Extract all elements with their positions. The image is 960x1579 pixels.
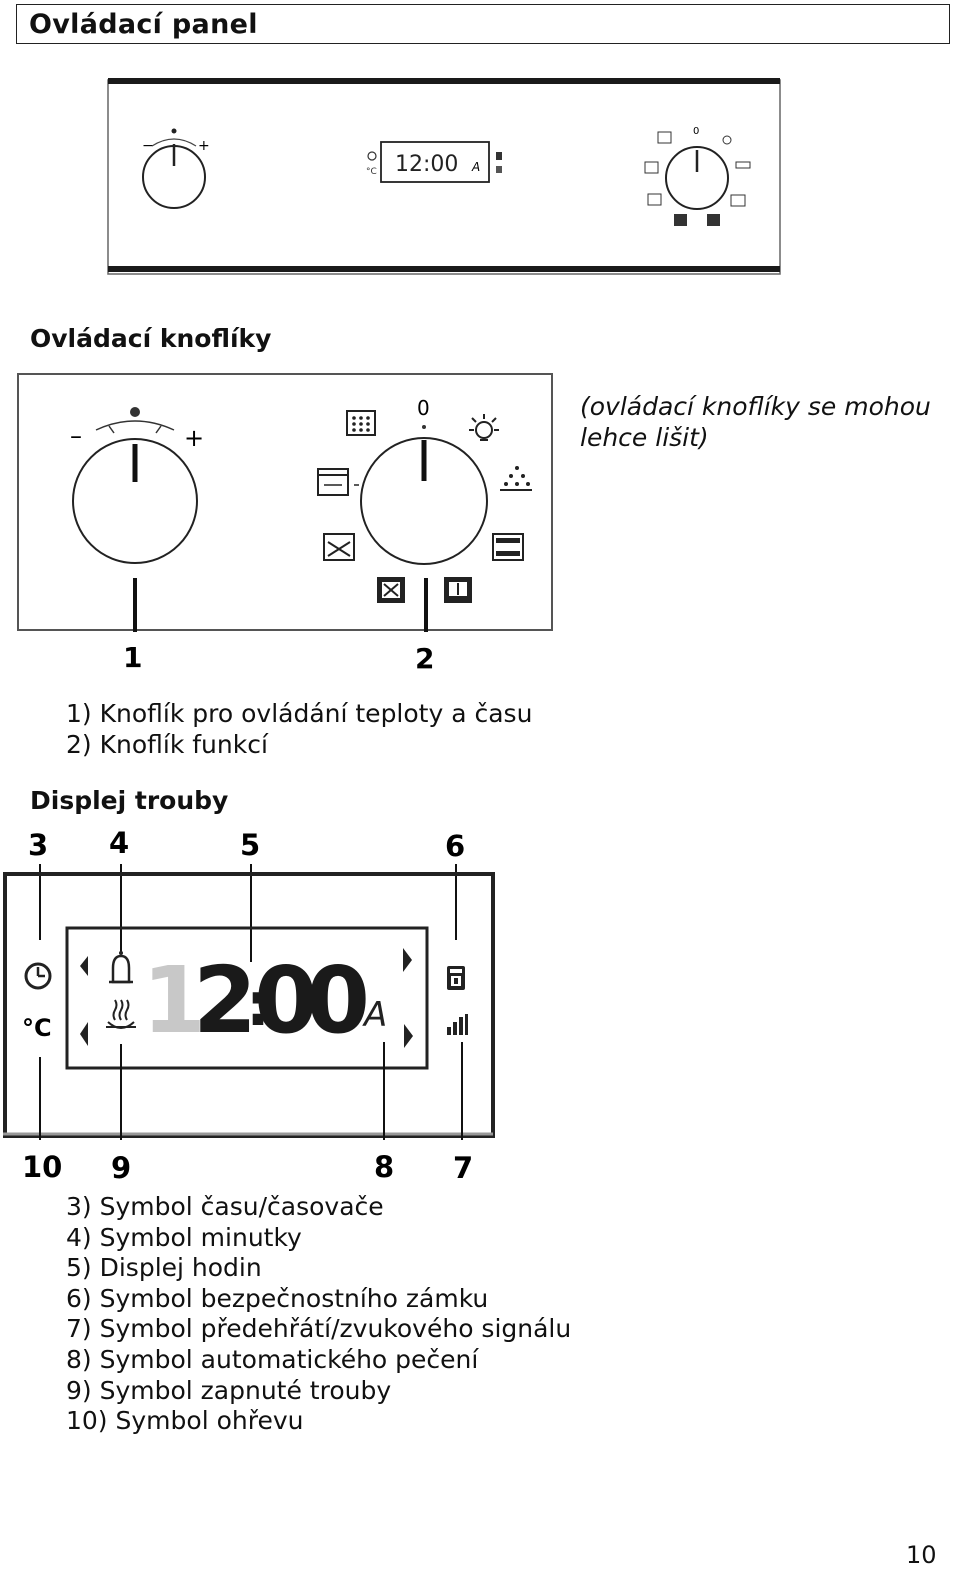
preheat-signal-icon: [447, 1014, 468, 1035]
knobs-heading: Ovládací knoflíky: [30, 324, 272, 353]
callout-9: 9: [111, 1151, 131, 1185]
display-legend-item: 5) Displej hodin: [66, 1253, 262, 1283]
display-legend-item: 3) Symbol času/časovače: [66, 1192, 384, 1221]
knobs-legend-item: 2) Knoflík funkcí: [66, 729, 268, 759]
lamp-icon: [469, 414, 499, 441]
time-colon: :: [246, 970, 270, 1040]
knob-minus-label: –: [70, 422, 82, 450]
temperature-time-knob: – +: [70, 407, 204, 564]
arrow-left-bottom-icon: [80, 1022, 88, 1046]
auto-bake-symbol: A: [362, 995, 387, 1035]
knobs-note-line2: lehce lišit): [580, 423, 709, 452]
knobs-figure: – + 0: [17, 373, 553, 675]
arrow-right-top-icon: [403, 948, 412, 972]
display-legend-item: 10) Symbol ohřevu: [66, 1406, 304, 1436]
display-legend-item: 8) Symbol automatického pečení: [66, 1344, 479, 1374]
callout-1: 1: [123, 641, 142, 674]
display-legend-item: 7) Symbol předehřátí/zvukového signálu: [66, 1314, 572, 1344]
bottom-heat-icon: [444, 577, 472, 603]
knobs-legend-list: 1) Knoflík pro ovládání teploty a času 2…: [66, 699, 532, 760]
grill-icon: [346, 410, 376, 436]
page-title: Ovládací panel: [29, 9, 258, 40]
knobs-note: (ovládací knoflíky se mohou lehce lišit): [580, 391, 931, 453]
arrow-left-top-icon: [80, 956, 88, 976]
display-legend-list: 3) Symbol času/časovače 4) Symbol minutk…: [66, 1192, 571, 1437]
display-legend-item: 4) Symbol minutky: [66, 1222, 302, 1252]
defrost-icon: [500, 466, 532, 491]
oven-on-icon: [106, 999, 136, 1029]
callout-10: 10: [22, 1150, 62, 1184]
overview-dial-zero: 0: [693, 126, 699, 137]
time-digit-4: 0: [306, 947, 370, 1054]
callout-8: 8: [374, 1150, 394, 1184]
overview-function-knob: 0: [644, 126, 751, 226]
callout-3: 3: [28, 828, 48, 862]
overview-minus-label: −: [142, 138, 154, 154]
overview-display: °C 12:00 A: [366, 141, 502, 183]
time-digit-1: 1: [142, 947, 206, 1054]
page-title-box: Ovládací panel: [16, 4, 950, 44]
safety-lock-icon: [447, 966, 465, 990]
bottom-heat-fan-icon: [377, 577, 405, 603]
function-knob: 0: [317, 396, 532, 603]
display-heading: Displej trouby: [30, 786, 229, 815]
fan-oven-icon: [317, 468, 359, 496]
svg-text:°C: °C: [366, 167, 377, 177]
time-digit-3: 0: [254, 947, 318, 1054]
arrow-right-bottom-icon: [404, 1024, 413, 1048]
oven-display-figure: 3 4 5 6 °C 1 2 : 0 0 A: [3, 826, 495, 1185]
overview-plus-label: +: [198, 138, 210, 154]
display-legend-item: 6) Symbol bezpečnostního zámku: [66, 1283, 489, 1313]
overview-display-auto: A: [471, 160, 480, 174]
overview-temperature-knob: − +: [142, 128, 210, 209]
clock-timer-icon: [24, 962, 52, 990]
callout-2: 2: [415, 642, 434, 675]
fan-grill-icon: [323, 533, 355, 561]
callout-4: 4: [109, 826, 129, 860]
display-legend-item: 9) Symbol zapnuté trouby: [66, 1375, 392, 1405]
knob-plus-label: +: [184, 424, 204, 452]
page-number: 10: [906, 1541, 937, 1569]
knobs-legend-item: 1) Knoflík pro ovládání teploty a času: [66, 699, 533, 728]
function-knob-zero: 0: [417, 396, 430, 420]
callout-5: 5: [240, 828, 260, 862]
knobs-note-line1: (ovládací knoflíky se mohou: [580, 392, 931, 421]
callout-7: 7: [453, 1151, 473, 1185]
callout-6: 6: [445, 829, 465, 863]
celsius-symbol: °C: [22, 1014, 52, 1042]
top-bottom-heat-icon: [492, 533, 524, 561]
bell-icon: [109, 951, 133, 984]
time-digit-2: 2: [193, 947, 257, 1054]
overview-control-panel: − + °C 12:00 A 0: [107, 78, 781, 275]
overview-display-time: 12:00: [395, 152, 458, 177]
